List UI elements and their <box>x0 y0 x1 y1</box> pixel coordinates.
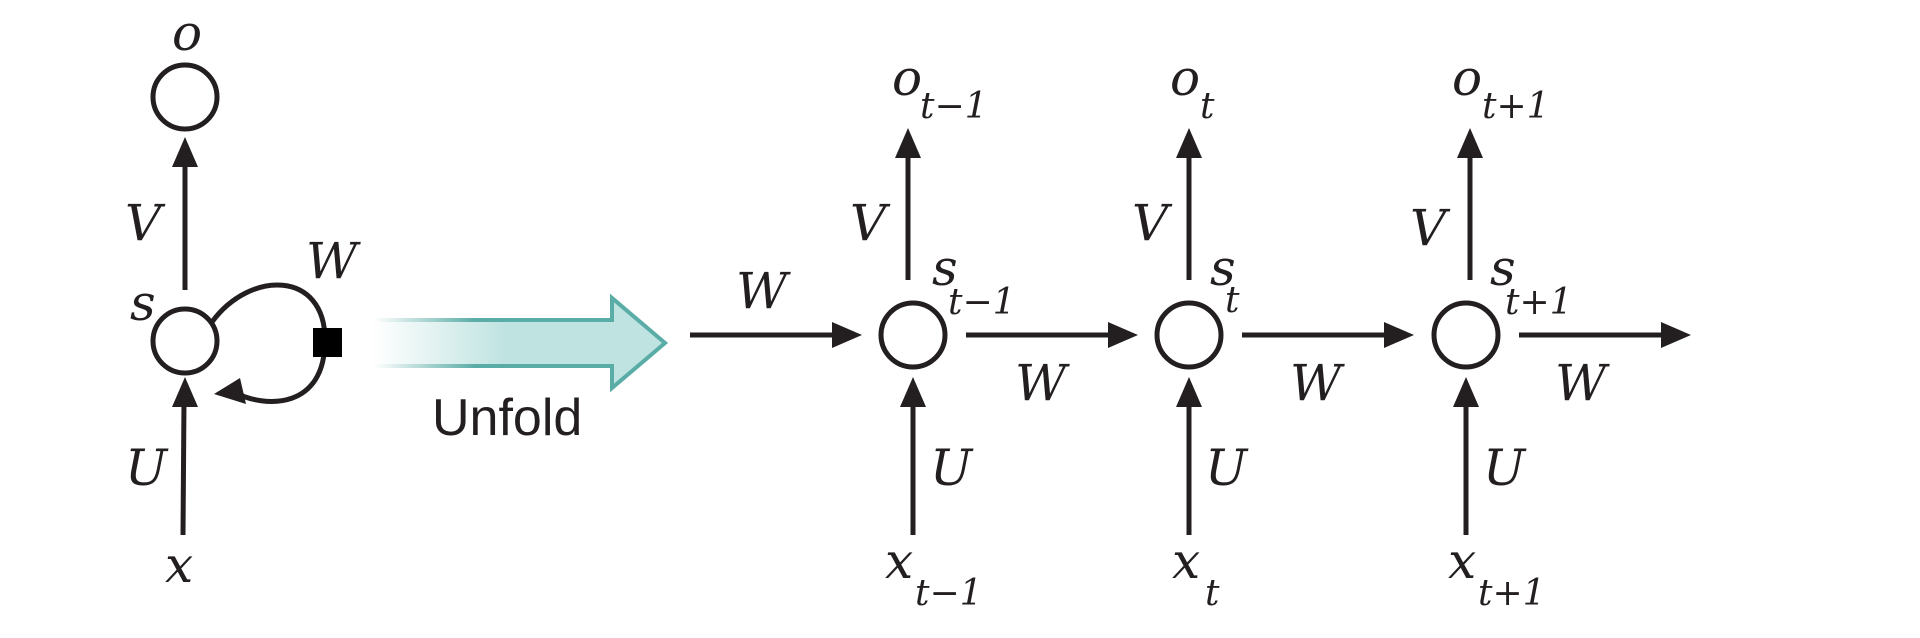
incoming-w-arrowhead <box>832 322 862 348</box>
state-node <box>1431 300 1501 370</box>
folded-recurrent-edge <box>209 282 328 404</box>
state-node <box>1154 300 1224 370</box>
v-label: V <box>850 194 891 252</box>
output-label: ot <box>1170 49 1215 127</box>
folded-output-label: o <box>172 4 202 62</box>
w-arrowhead <box>1108 322 1138 348</box>
state-node <box>878 300 948 370</box>
unfold-label: Unfold <box>432 389 582 447</box>
v-arrowhead <box>895 128 921 158</box>
u-arrowhead <box>1453 377 1479 407</box>
w-label: W <box>1290 354 1345 412</box>
folded-u-edge <box>180 399 187 536</box>
folded-state-label: s <box>130 274 156 332</box>
w-label: W <box>1015 354 1070 412</box>
folded-input-label: x <box>165 536 193 594</box>
v-arrowhead <box>1457 128 1483 158</box>
folded-output-node <box>150 62 220 132</box>
unfold-arrow-icon <box>372 293 669 393</box>
input-label: xt <box>1172 532 1220 614</box>
output-label: ot+1 <box>1452 49 1550 127</box>
incoming-w-label: W <box>736 262 791 320</box>
u-label: U <box>1205 439 1249 497</box>
u-label: U <box>1483 439 1527 497</box>
w-arrowhead <box>1661 322 1691 348</box>
w-label: W <box>1555 354 1610 412</box>
output-label: ot−1 <box>892 49 988 127</box>
u-arrowhead <box>1176 377 1202 407</box>
u-arrowhead <box>900 377 926 407</box>
folded-u-arrowhead <box>172 377 198 407</box>
u-label: U <box>930 439 974 497</box>
folded-u-label: U <box>125 439 169 497</box>
folded-w-label: W <box>306 232 361 290</box>
v-label: V <box>1410 199 1451 257</box>
folded-recurrent-arrowhead <box>214 378 246 404</box>
folded-rnn: o V s W U x <box>125 4 361 594</box>
v-label: V <box>1132 194 1173 252</box>
w-arrowhead <box>1384 322 1414 348</box>
folded-v-label: V <box>125 194 166 252</box>
folded-state-node <box>150 306 220 376</box>
v-arrowhead <box>1176 128 1202 158</box>
input-label: xt+1 <box>1448 532 1546 614</box>
input-label: xt−1 <box>885 532 983 614</box>
unfold-arrow: Unfold <box>372 293 669 447</box>
black-square-icon <box>313 328 342 357</box>
folded-v-arrowhead <box>172 137 198 167</box>
